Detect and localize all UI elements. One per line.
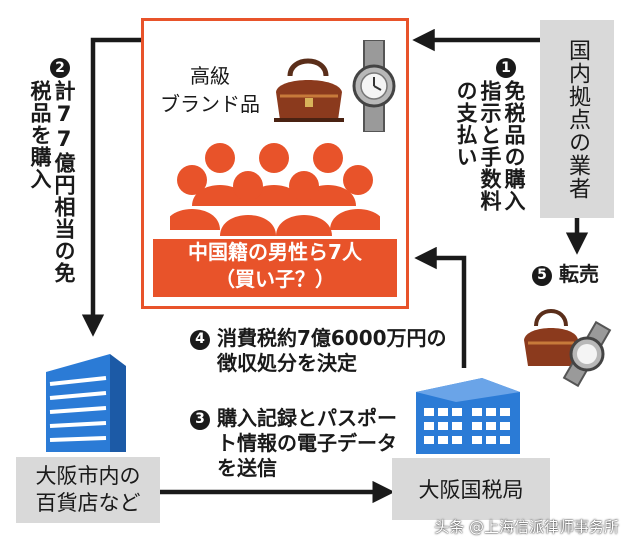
luxury-brand-label: 高級 ブランド品 xyxy=(160,64,260,116)
domestic-vendor-box: 国内拠点の業者 xyxy=(540,20,614,218)
step4-number: 4 xyxy=(190,329,210,350)
department-store-label: 大阪市内の 百貨店など xyxy=(35,464,141,515)
osaka-tax-office-box: 大阪国税局 xyxy=(392,458,550,520)
step2-text: 計77億円相当の免税品を購入 xyxy=(28,80,76,284)
step4-text: 消費税約7億6000万円の徴収処分を決定 xyxy=(216,326,447,375)
tax-office-building-icon xyxy=(416,378,520,454)
arrow-step2 xyxy=(81,37,141,337)
arrow-step4 xyxy=(414,246,467,368)
person-group-icon xyxy=(170,143,380,236)
department-store-box: 大阪市内の 百貨店など xyxy=(16,457,160,523)
step3-number: 3 xyxy=(190,409,210,430)
suspects-banner-line2: （買い子？） xyxy=(215,267,335,291)
step2-label: 2 計77億円相当の免税品を購入 xyxy=(22,58,76,304)
domestic-vendor-label: 国内拠点の業者 xyxy=(565,38,590,200)
building-icon xyxy=(46,354,126,452)
watermark-credit: 头条 @上海信派律师事务所 xyxy=(434,518,619,536)
suspects-banner: 中国籍の男性ら7人 （買い子？） xyxy=(153,239,397,297)
step5-number: 5 xyxy=(532,265,552,286)
wristwatch-icon xyxy=(352,40,396,132)
step1-number: 1 xyxy=(496,58,516,78)
step1-text: 免税品の購入指示と手数料の支払い xyxy=(454,80,526,212)
step3-text: 購入記録とパスポート情報の電子データを送信 xyxy=(216,406,397,480)
step5-text: 転売 xyxy=(558,262,599,286)
osaka-tax-office-label: 大阪国税局 xyxy=(418,478,524,502)
handbag-icon xyxy=(274,58,344,122)
suspects-banner-line1: 中国籍の男性ら7人 xyxy=(188,240,362,264)
step4-label: 4 消費税約7億6000万円の徴収処分を決定 xyxy=(190,326,455,376)
step2-number: 2 xyxy=(50,58,70,78)
step5-label: 5 転売 xyxy=(532,262,599,287)
step1-label: 1 免税品の購入指示と手数料の支払い xyxy=(438,58,526,218)
step3-label: 3 購入記録とパスポート情報の電子データを送信 xyxy=(190,406,413,481)
resale-goods-icon xyxy=(524,309,612,388)
